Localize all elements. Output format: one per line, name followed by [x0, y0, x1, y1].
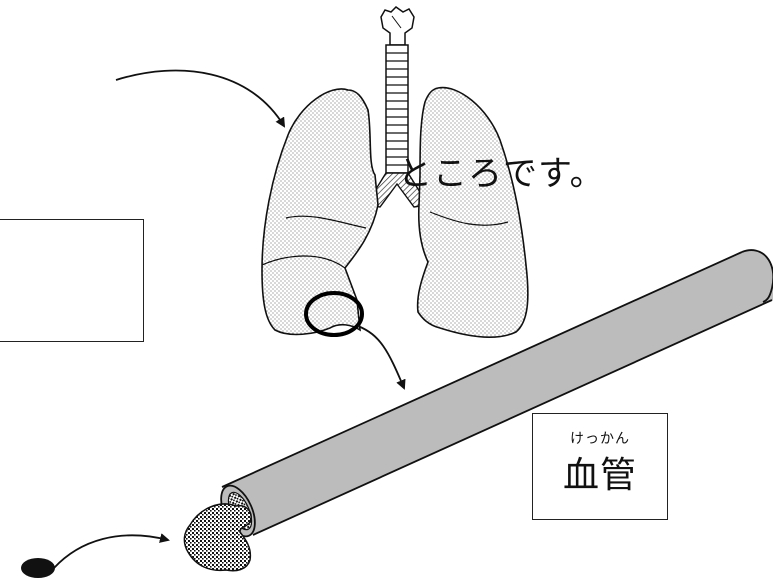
sentence-text: ところです。 [398, 146, 605, 195]
particle-dot-icon [21, 558, 55, 578]
right-lung [418, 88, 528, 338]
zoom-arrow [358, 326, 404, 388]
alveolus-icon [184, 504, 251, 571]
answer-box [0, 219, 144, 342]
blood-vessel-ruby: けっかん [533, 428, 667, 448]
lung-pointer-arrow [116, 71, 284, 126]
blood-vessel-label-box: けっかん 血管 [532, 413, 668, 520]
particle-arrow [54, 535, 168, 568]
blood-vessel-label: 血管 [533, 446, 667, 498]
